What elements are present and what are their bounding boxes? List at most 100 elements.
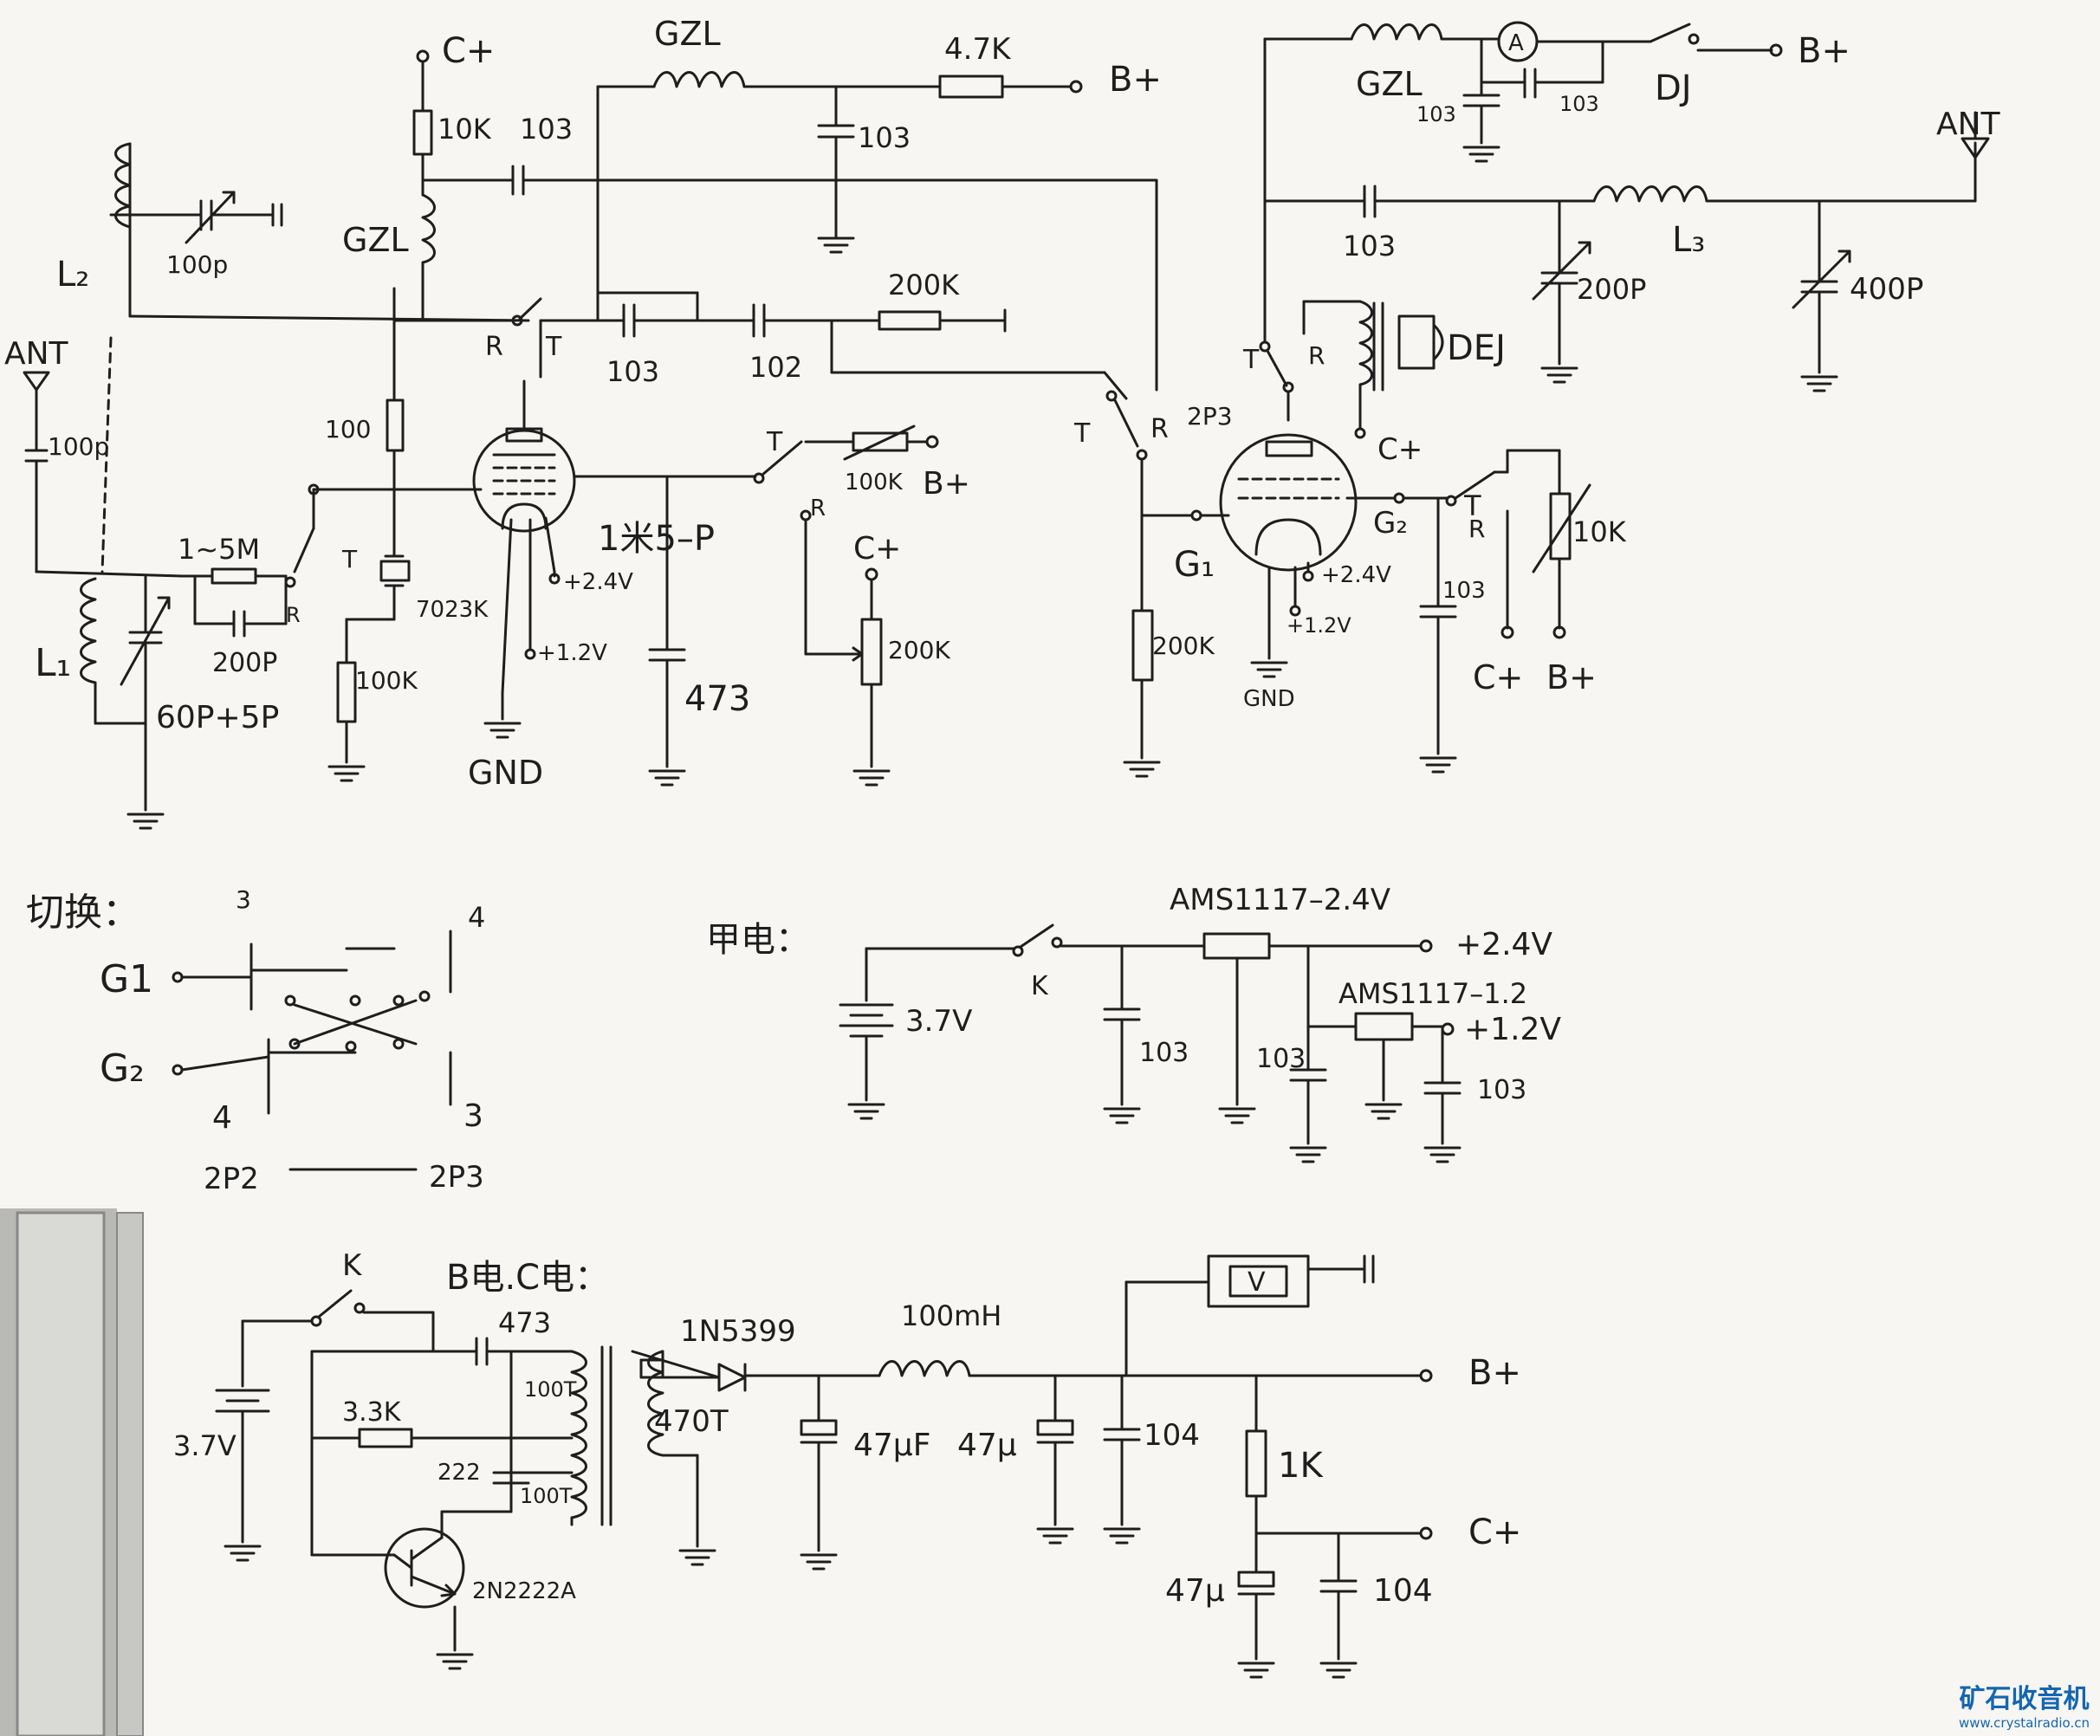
label-103-r2: 103 bbox=[1559, 92, 1599, 116]
label-47uf: 47μF bbox=[853, 1428, 930, 1463]
label-ant-left: ANT bbox=[4, 336, 69, 372]
label-sw-3a: 3 bbox=[236, 885, 251, 914]
label-2p3-b: 2P3 bbox=[429, 1160, 484, 1195]
label-2p3: 2P3 bbox=[1187, 402, 1233, 431]
label-a-supply: 甲电： bbox=[706, 920, 810, 960]
label-200p-fb: 200P bbox=[212, 648, 277, 678]
label-10k: 10K bbox=[438, 113, 492, 146]
label-t-2p3: T bbox=[1073, 418, 1091, 449]
label-sw-4b: 4 bbox=[212, 1100, 232, 1136]
label-104-a: 104 bbox=[1144, 1418, 1200, 1453]
label-out-2-4v: +2.4V bbox=[1455, 927, 1552, 962]
label-103-r1: 103 bbox=[1416, 102, 1456, 126]
label-102: 102 bbox=[749, 351, 802, 384]
label-222: 222 bbox=[438, 1460, 481, 1486]
label-103-a2: 103 bbox=[1256, 1044, 1306, 1074]
label-l1: L₁ bbox=[35, 641, 71, 685]
label-1k: 1K bbox=[1278, 1446, 1324, 1486]
label-r-sw: R bbox=[286, 603, 301, 627]
binder-clip-graphic bbox=[0, 1208, 144, 1736]
label-100t-b: 100T bbox=[520, 1484, 573, 1508]
label-tube-1: 1米5–P bbox=[598, 519, 715, 559]
label-1-2v-1: +1.2V bbox=[537, 640, 607, 666]
label-l2: L₂ bbox=[56, 255, 89, 295]
label-400p: 400P bbox=[1850, 272, 1923, 307]
label-t-1: T bbox=[545, 332, 562, 362]
label-gzl-right: GZL bbox=[1356, 65, 1423, 103]
label-100p-ant: 100p bbox=[48, 432, 109, 461]
label-1n5399: 1N5399 bbox=[680, 1314, 796, 1349]
label-g2: G₂ bbox=[1373, 506, 1408, 541]
label-k-a: K bbox=[1031, 971, 1049, 1001]
label-100mh: 100mH bbox=[901, 1299, 1001, 1332]
label-c-plus-right: C+ bbox=[1377, 432, 1423, 467]
circuit-wiring bbox=[23, 21, 1990, 1679]
label-sw-3b: 3 bbox=[463, 1098, 483, 1134]
label-c-plus-out: C+ bbox=[1468, 1513, 1521, 1552]
label-103-c: 103 bbox=[606, 355, 659, 388]
label-c-plus-pot: C+ bbox=[853, 531, 901, 567]
label-200k-top: 200K bbox=[888, 269, 960, 301]
label-100p-var: 100p bbox=[166, 250, 228, 279]
label-b-plus-right-2: B+ bbox=[1546, 658, 1597, 696]
label-b-plus-pot: B+ bbox=[923, 466, 970, 502]
label-103-b: 103 bbox=[858, 121, 911, 154]
label-t-right-2: T bbox=[1463, 489, 1481, 522]
label-switch-title: 切换： bbox=[26, 891, 140, 935]
label-r-right: R bbox=[1308, 341, 1325, 370]
label-sw-4a: 4 bbox=[468, 901, 485, 934]
label-100t-a: 100T bbox=[524, 1377, 577, 1402]
label-r-pot: R bbox=[810, 496, 826, 521]
label-k-b: K bbox=[342, 1248, 363, 1283]
label-1-5m: 1~5M bbox=[178, 533, 260, 566]
label-ammeter: A bbox=[1508, 30, 1524, 56]
label-dej: DEJ bbox=[1447, 328, 1506, 368]
label-out-1-2v: +1.2V bbox=[1464, 1012, 1561, 1047]
label-10k-right: 10K bbox=[1572, 515, 1627, 548]
label-t-pot: T bbox=[766, 427, 783, 457]
label-7023k: 7023K bbox=[416, 597, 489, 623]
label-473-b: 473 bbox=[498, 1306, 551, 1339]
label-3-7v-b: 3.7V bbox=[173, 1429, 237, 1462]
label-2n2222a: 2N2222A bbox=[472, 1578, 576, 1604]
label-100: 100 bbox=[325, 415, 371, 444]
label-gnd-2: GND bbox=[1243, 686, 1295, 712]
label-g1: G₁ bbox=[1174, 545, 1215, 585]
label-103-r3: 103 bbox=[1343, 230, 1396, 262]
label-2-4v-1: +2.4V bbox=[563, 569, 633, 595]
watermark: 矿石收音机 www.crystalradio.cn bbox=[1959, 1677, 2090, 1731]
label-r-right-2: R bbox=[1468, 515, 1485, 543]
label-sw-g1: G1 bbox=[100, 957, 153, 1001]
label-103-a3: 103 bbox=[1477, 1075, 1526, 1105]
label-sw-g2: G₂ bbox=[100, 1046, 145, 1091]
label-gnd-1: GND bbox=[468, 754, 543, 792]
label-ant-right: ANT bbox=[1936, 107, 2001, 142]
label-voltmeter: V bbox=[1248, 1267, 1266, 1298]
label-103-a1: 103 bbox=[1139, 1038, 1189, 1068]
label-t-sw: T bbox=[341, 545, 358, 573]
label-200p-right: 200P bbox=[1577, 273, 1646, 306]
label-1-2v-2: +1.2V bbox=[1287, 613, 1351, 638]
label-60p-5p: 60P+5P bbox=[156, 700, 279, 735]
label-100k-pot: 100K bbox=[845, 470, 904, 496]
label-c-plus-top: C+ bbox=[442, 31, 495, 71]
label-3-7v-a: 3.7V bbox=[905, 1004, 972, 1039]
label-2p2: 2P2 bbox=[204, 1162, 259, 1196]
label-470t: 470T bbox=[654, 1404, 729, 1439]
label-103-a: 103 bbox=[520, 113, 573, 146]
label-104-b: 104 bbox=[1373, 1573, 1433, 1609]
label-b-plus-right: B+ bbox=[1798, 31, 1850, 71]
schematic-labels: C+ GZL 4.7K B+ 10K 103 103 GZL L₂ 100p A… bbox=[4, 15, 2001, 1609]
label-bc-supply: B电.C电： bbox=[446, 1258, 609, 1298]
watermark-brand: 矿石收音机 bbox=[1959, 1684, 2090, 1714]
watermark-url: www.crystalradio.cn bbox=[1958, 1715, 2090, 1731]
label-r-2p3: R bbox=[1150, 414, 1169, 444]
label-200k-pot: 200K bbox=[888, 636, 950, 664]
label-ams-2-4: AMS1117–2.4V bbox=[1170, 883, 1390, 917]
label-gzl-top: GZL bbox=[654, 15, 721, 53]
label-3-3k: 3.3K bbox=[342, 1397, 402, 1428]
label-c-plus-right-2: C+ bbox=[1473, 658, 1523, 696]
label-200k-grid: 200K bbox=[1152, 632, 1215, 660]
